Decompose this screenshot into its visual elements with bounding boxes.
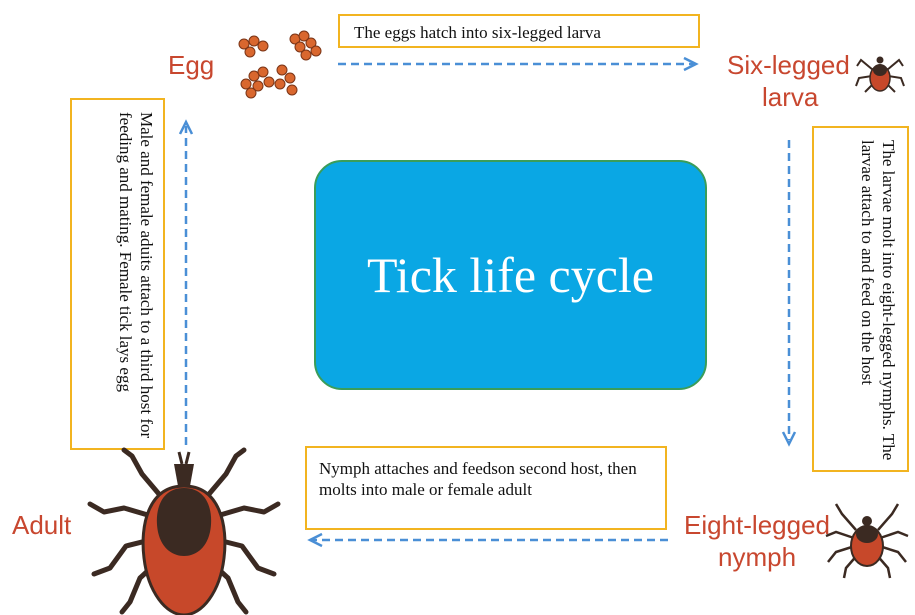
egg-cluster-icon	[232, 30, 332, 102]
adult-tick-icon	[86, 446, 282, 615]
nymph-tick-icon	[824, 496, 910, 582]
larva-tick-icon	[855, 48, 905, 98]
